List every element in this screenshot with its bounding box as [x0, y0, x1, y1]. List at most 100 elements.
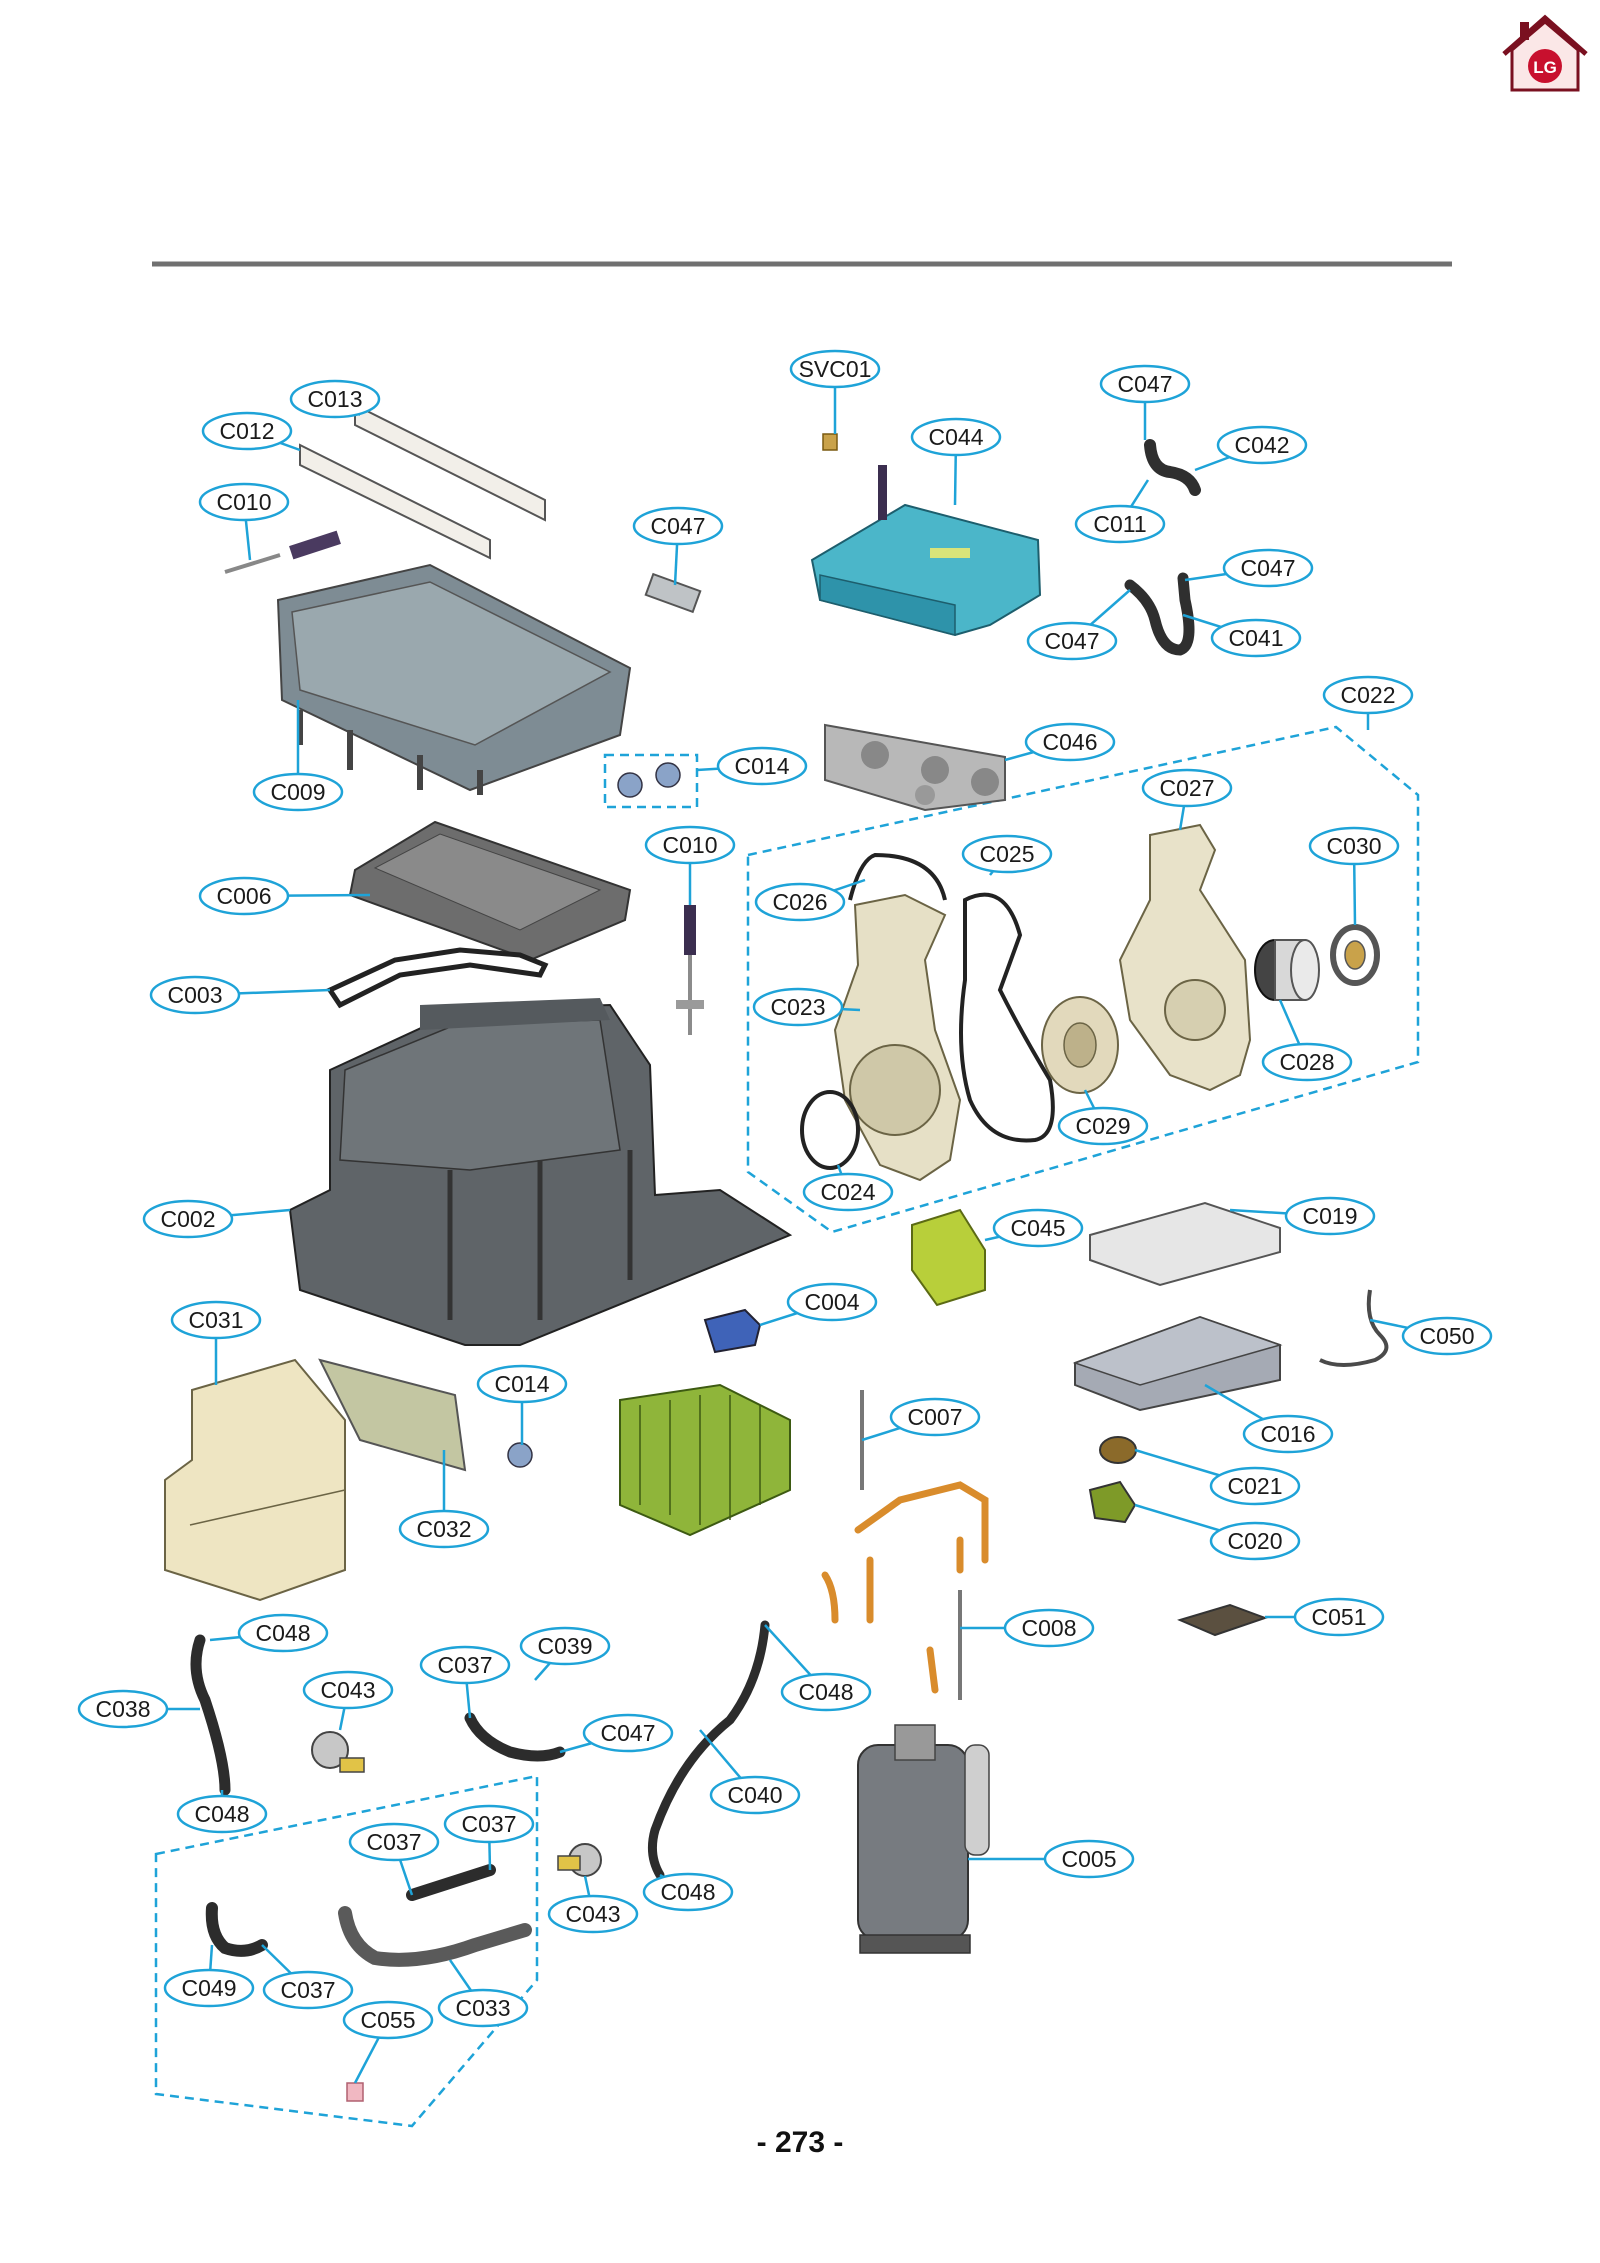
- callout-label: C047: [1241, 555, 1296, 581]
- callout-bubble: [1293, 1597, 1385, 1637]
- callout-c019: C019: [1284, 1196, 1376, 1236]
- callout-label: C037: [281, 1977, 336, 2003]
- callout-bubble: [754, 882, 846, 922]
- c044-water-tank-shape: [810, 465, 1042, 637]
- callout-bubble: [1242, 1414, 1334, 1454]
- callout-c037: C037: [443, 1804, 535, 1844]
- callout-label: C012: [220, 418, 275, 444]
- callout-bubble: [163, 1968, 255, 2008]
- callout-c002: C002: [142, 1199, 234, 1239]
- callout-c023: C023: [752, 987, 844, 1027]
- callout-label: SVC01: [799, 356, 872, 382]
- callout-c009: C009: [252, 772, 344, 812]
- callout-bubble: [198, 876, 290, 916]
- callout-label: C022: [1341, 682, 1396, 708]
- c005-compressor-shape: [857, 1724, 990, 1954]
- c012-rail-shape: [299, 443, 491, 560]
- callout-label: C020: [1228, 1528, 1283, 1554]
- callout-c041: C041: [1210, 618, 1302, 658]
- callout-label: C007: [908, 1404, 963, 1430]
- callout-bubble: [342, 2000, 434, 2040]
- callout-c037: C037: [262, 1970, 354, 2010]
- callout-c047: C047: [1026, 621, 1118, 661]
- callout-c014: C014: [476, 1364, 568, 1404]
- callout-label: C010: [217, 489, 272, 515]
- callout-label: C037: [367, 1829, 422, 1855]
- c011-bracket-shape: [644, 572, 702, 614]
- callout-bubble: [547, 1894, 639, 1934]
- callout-c047: C047: [1222, 548, 1314, 588]
- callout-label: C043: [321, 1677, 376, 1703]
- lg-home-logo-icon: LG: [1502, 14, 1588, 92]
- c045-control-module-shape: [911, 1208, 986, 1307]
- c027-fan-housing-shape: [1118, 823, 1252, 1092]
- callout-bubble: [519, 1626, 611, 1666]
- callout-bubble: [302, 1670, 394, 1710]
- callout-bubble: [1209, 1521, 1301, 1561]
- c050-wire-harness-shape: [1319, 1289, 1389, 1367]
- callout-label: C055: [361, 2007, 416, 2033]
- callout-label: C021: [1228, 1473, 1283, 1499]
- evaporator-coil-shape: [619, 1383, 791, 1537]
- callout-bubble: [1401, 1316, 1493, 1356]
- callout-bubble: [1003, 1608, 1095, 1648]
- callout-c033: C033: [437, 1988, 529, 2028]
- c016-pcb-box-shape: [1072, 1315, 1283, 1412]
- callout-label: C024: [821, 1179, 876, 1205]
- callout-bubble: [1284, 1196, 1376, 1236]
- callout-bubble: [802, 1172, 894, 1212]
- callout-bubble: [1043, 1839, 1135, 1879]
- callout-label: C026: [773, 889, 828, 915]
- callout-label: C048: [661, 1879, 716, 1905]
- c043-valve-shape: [311, 1731, 365, 1773]
- c002-base-frame-shape: [288, 998, 793, 1346]
- callout-c030: C030: [1308, 826, 1400, 866]
- callout-c048: C048: [176, 1794, 268, 1834]
- callout-c025: C025: [961, 834, 1053, 874]
- callout-label: C037: [438, 1652, 493, 1678]
- callout-bubble: [289, 379, 381, 419]
- callout-c050: C050: [1401, 1316, 1493, 1356]
- callout-c021: C021: [1209, 1466, 1301, 1506]
- c021-part-shape: [1099, 1436, 1137, 1464]
- c020-part-shape: [1088, 1480, 1137, 1524]
- callout-label: C046: [1043, 729, 1098, 755]
- callout-bubble: [789, 349, 881, 389]
- callout-label: C047: [651, 513, 706, 539]
- callout-label: C030: [1327, 833, 1382, 859]
- callout-bubble: [1210, 618, 1302, 658]
- c026-seal-shape: [848, 852, 947, 901]
- callout-bubble: [910, 417, 1002, 457]
- callout-bubble: [1141, 768, 1233, 808]
- callout-c045: C045: [992, 1208, 1084, 1248]
- callout-label: C032: [417, 1516, 472, 1542]
- callout-label: C048: [195, 1801, 250, 1827]
- callout-c004: C004: [786, 1282, 878, 1322]
- callout-c022: C022: [1322, 675, 1414, 715]
- c006-slide-tray-shape: [348, 820, 632, 962]
- c042-hose-shape: [1144, 439, 1201, 496]
- callout-c055: C055: [342, 2000, 434, 2040]
- callout-bubble: [1209, 1466, 1301, 1506]
- callout-label: C037: [462, 1811, 517, 1837]
- callout-bubble: [142, 1199, 234, 1239]
- callout-label: C042: [1235, 432, 1290, 458]
- callout-c051: C051: [1293, 1597, 1385, 1637]
- callout-bubble: [149, 975, 241, 1015]
- callout-label: C033: [456, 1995, 511, 2021]
- callout-label: C013: [308, 386, 363, 412]
- callout-label: C049: [182, 1975, 237, 2001]
- callout-c028: C028: [1261, 1042, 1353, 1082]
- callout-c012: C012: [201, 411, 293, 451]
- c046-bracket-shape: [824, 723, 1006, 812]
- callout-c029: C029: [1057, 1106, 1149, 1146]
- c039-hose-shape: [464, 1712, 566, 1762]
- c010-sensor-shape: [224, 530, 341, 574]
- callout-label: C044: [929, 424, 984, 450]
- callout-c014: C014: [716, 746, 808, 786]
- c055-plug-shape: [346, 2082, 364, 2102]
- callout-bubble: [77, 1689, 169, 1729]
- callout-bubble: [1057, 1106, 1149, 1146]
- callout-label: C010: [663, 832, 718, 858]
